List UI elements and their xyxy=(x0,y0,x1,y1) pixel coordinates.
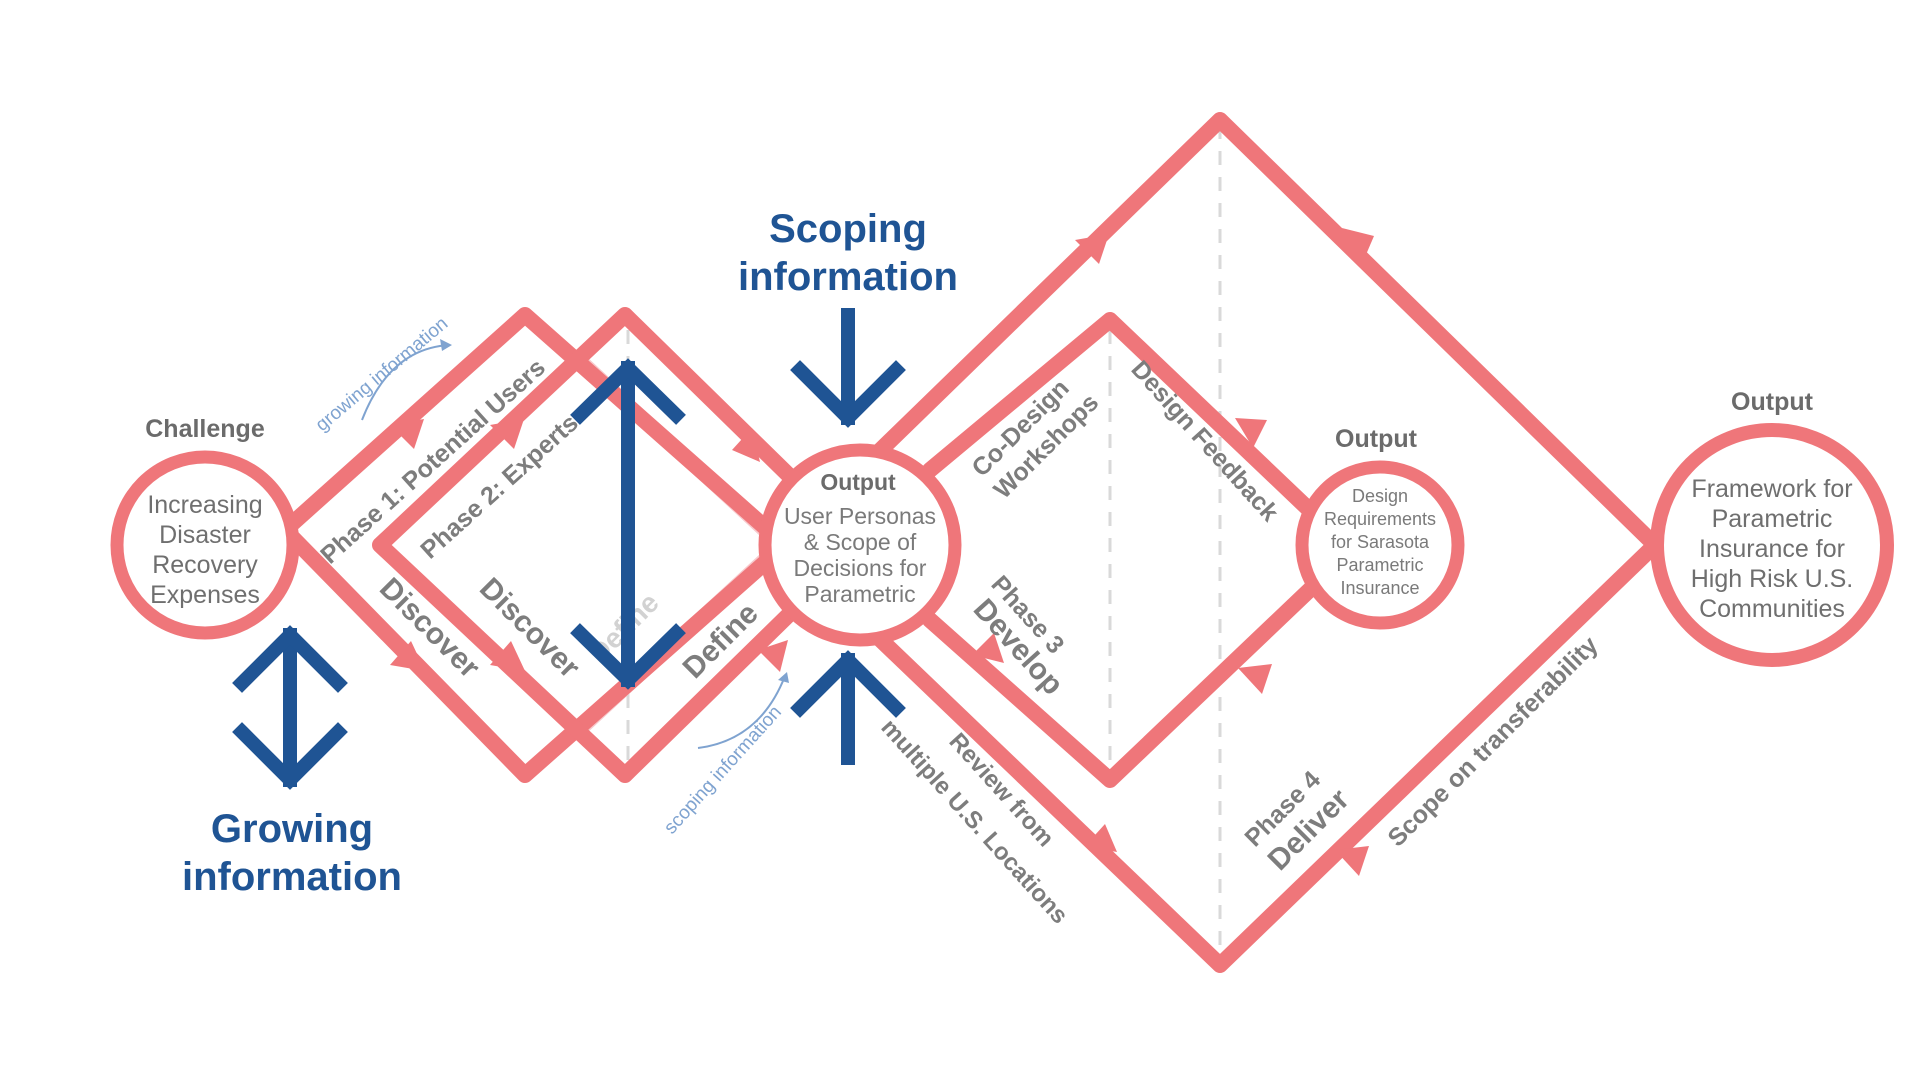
growing-hint: growing information xyxy=(312,313,453,436)
arrow-icon xyxy=(390,419,424,449)
design-feedback-label: Design Feedback xyxy=(1126,355,1284,527)
output3-line-4: High Risk U.S. xyxy=(1691,565,1854,593)
output2-line-5: Insurance xyxy=(1340,578,1419,598)
arrow-icon xyxy=(440,339,452,351)
challenge-line-1: Increasing xyxy=(147,491,262,519)
arrow-icon xyxy=(1235,418,1267,448)
output2-line-3: for Sarasota xyxy=(1331,532,1430,552)
output2-line-2: Requirements xyxy=(1324,509,1436,529)
output1-line-1: User Personas xyxy=(784,503,936,529)
scoping-hint: scoping information xyxy=(660,672,789,838)
arrow-icon xyxy=(732,428,760,462)
arrow-icon xyxy=(1342,228,1374,264)
output1-line-4: Parametric xyxy=(804,581,915,607)
output1-line-2: & Scope of xyxy=(804,529,917,555)
discover2-label: Discover xyxy=(473,572,586,685)
arrow-icon xyxy=(758,640,788,672)
challenge-line-2: Disaster xyxy=(159,521,251,549)
growing-title-2: information xyxy=(182,855,402,899)
output2-line-4: Parametric xyxy=(1336,555,1423,575)
arrow-icon xyxy=(490,641,525,671)
arrow-icon xyxy=(1335,846,1369,876)
output3-line-3: Insurance for xyxy=(1699,535,1845,563)
growing-hint-label: growing information xyxy=(312,313,453,436)
scoping-title-2: information xyxy=(738,255,958,299)
output2-node: Output Design Requirements for Sarasota … xyxy=(1295,425,1465,630)
output2-line-1: Design xyxy=(1352,486,1408,506)
output3-node: Output Framework for Parametric Insuranc… xyxy=(1650,388,1894,667)
develop-diamond-path xyxy=(922,312,1328,788)
output3-line-5: Communities xyxy=(1699,595,1845,623)
curved-arrow-icon xyxy=(697,675,786,749)
scope-transferability-label: Scope on transferability xyxy=(1382,631,1603,852)
scoping-down-arrow-icon xyxy=(790,308,906,428)
arrow-icon xyxy=(1238,664,1272,694)
output3-line-1: Framework for xyxy=(1691,475,1852,503)
arrow-icon xyxy=(390,641,425,671)
output3-line-2: Parametric xyxy=(1712,505,1833,533)
scoping-title-1: Scoping xyxy=(769,207,927,251)
curved-arrow-icon xyxy=(361,344,451,421)
blue-annotations xyxy=(232,308,906,790)
challenge-title: Challenge xyxy=(145,415,265,443)
direction-arrows xyxy=(390,228,1374,876)
challenge-line-3: Recovery xyxy=(152,551,258,579)
output1-title: Output xyxy=(820,469,896,495)
arrow-icon xyxy=(490,419,524,449)
output1-node: Output User Personas & Scope of Decision… xyxy=(758,443,962,647)
define-double-arrow-icon xyxy=(570,358,686,690)
arrow-icon xyxy=(1085,824,1117,852)
growing-title-1: Growing xyxy=(211,807,373,851)
challenge-line-4: Expenses xyxy=(150,581,260,609)
arrow-icon xyxy=(1075,234,1109,264)
arrow-icon xyxy=(778,672,789,683)
output1-line-3: Decisions for xyxy=(794,555,927,581)
scoping-up-arrow-icon xyxy=(790,650,906,765)
output3-title: Output xyxy=(1731,388,1814,416)
arrow-icon xyxy=(972,633,1004,663)
output2-title: Output xyxy=(1335,425,1418,453)
growing-double-arrow-icon xyxy=(232,625,348,790)
challenge-node: Challenge Increasing Disaster Recovery E… xyxy=(110,415,300,640)
